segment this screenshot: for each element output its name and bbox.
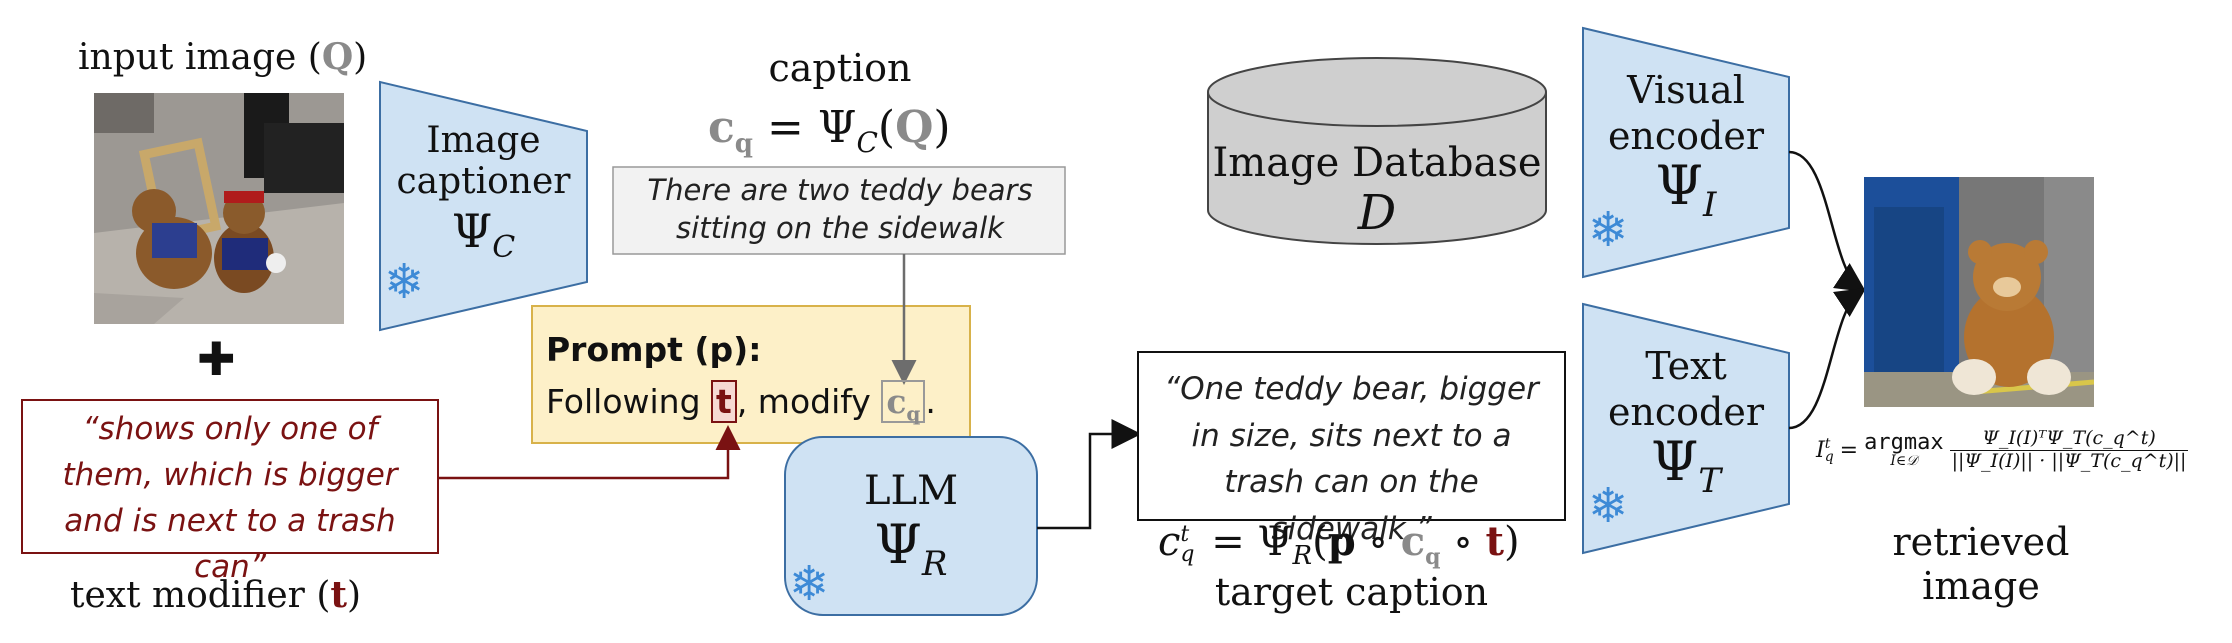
input-image-label: input image (Q) (78, 36, 368, 78)
caption-box (612, 166, 1066, 255)
visual-encoder-label: Visual encoder ΨI (1607, 68, 1765, 225)
plus-icon: ✚ (197, 332, 236, 386)
retrieved-image-label: retrieved image (1892, 520, 2070, 608)
modifier-label: text modifier (t) (70, 574, 362, 616)
caption-text: There are two teddy bears sitting on the… (647, 173, 1033, 245)
text-encoder-label: Text encoder ΨT (1607, 344, 1765, 501)
text-encoder-shape (1582, 302, 1790, 555)
snowflake-icon: ❄ (789, 556, 830, 612)
modifier-text: “shows only one of them, which is bigger… (62, 411, 398, 585)
llm-box (784, 436, 1038, 616)
target-caption-text: “One teddy bear, bigger in size, sits ne… (1164, 371, 1539, 547)
retrieved-image (1864, 177, 2094, 407)
visual-encoder-shape (1582, 26, 1790, 279)
database-cylinder (1207, 57, 1547, 245)
snowflake-icon: ❄ (384, 254, 425, 310)
prompt-c-token: cq (881, 380, 926, 426)
captioner-label: Image captioner ΨC (396, 120, 571, 265)
input-image (94, 93, 344, 324)
prompt-t-token: t (711, 380, 737, 423)
prompt-title: Prompt (p): (546, 330, 762, 369)
modifier-box (21, 399, 439, 554)
caption-heading: caption (768, 46, 912, 90)
llm-label: LLM ΨR (863, 468, 959, 584)
target-caption-label: target caption (1214, 570, 1489, 614)
snowflake-icon: ❄ (1588, 478, 1629, 534)
target-caption-box (1137, 351, 1566, 521)
captioner-shape (379, 80, 588, 332)
caption-formula: cq = ΨC(Q) (708, 102, 951, 159)
database-label: Image Database D (1212, 140, 1542, 241)
prompt-body: Following t, modify cq. (546, 380, 936, 426)
snowflake-icon: ❄ (1588, 202, 1629, 258)
